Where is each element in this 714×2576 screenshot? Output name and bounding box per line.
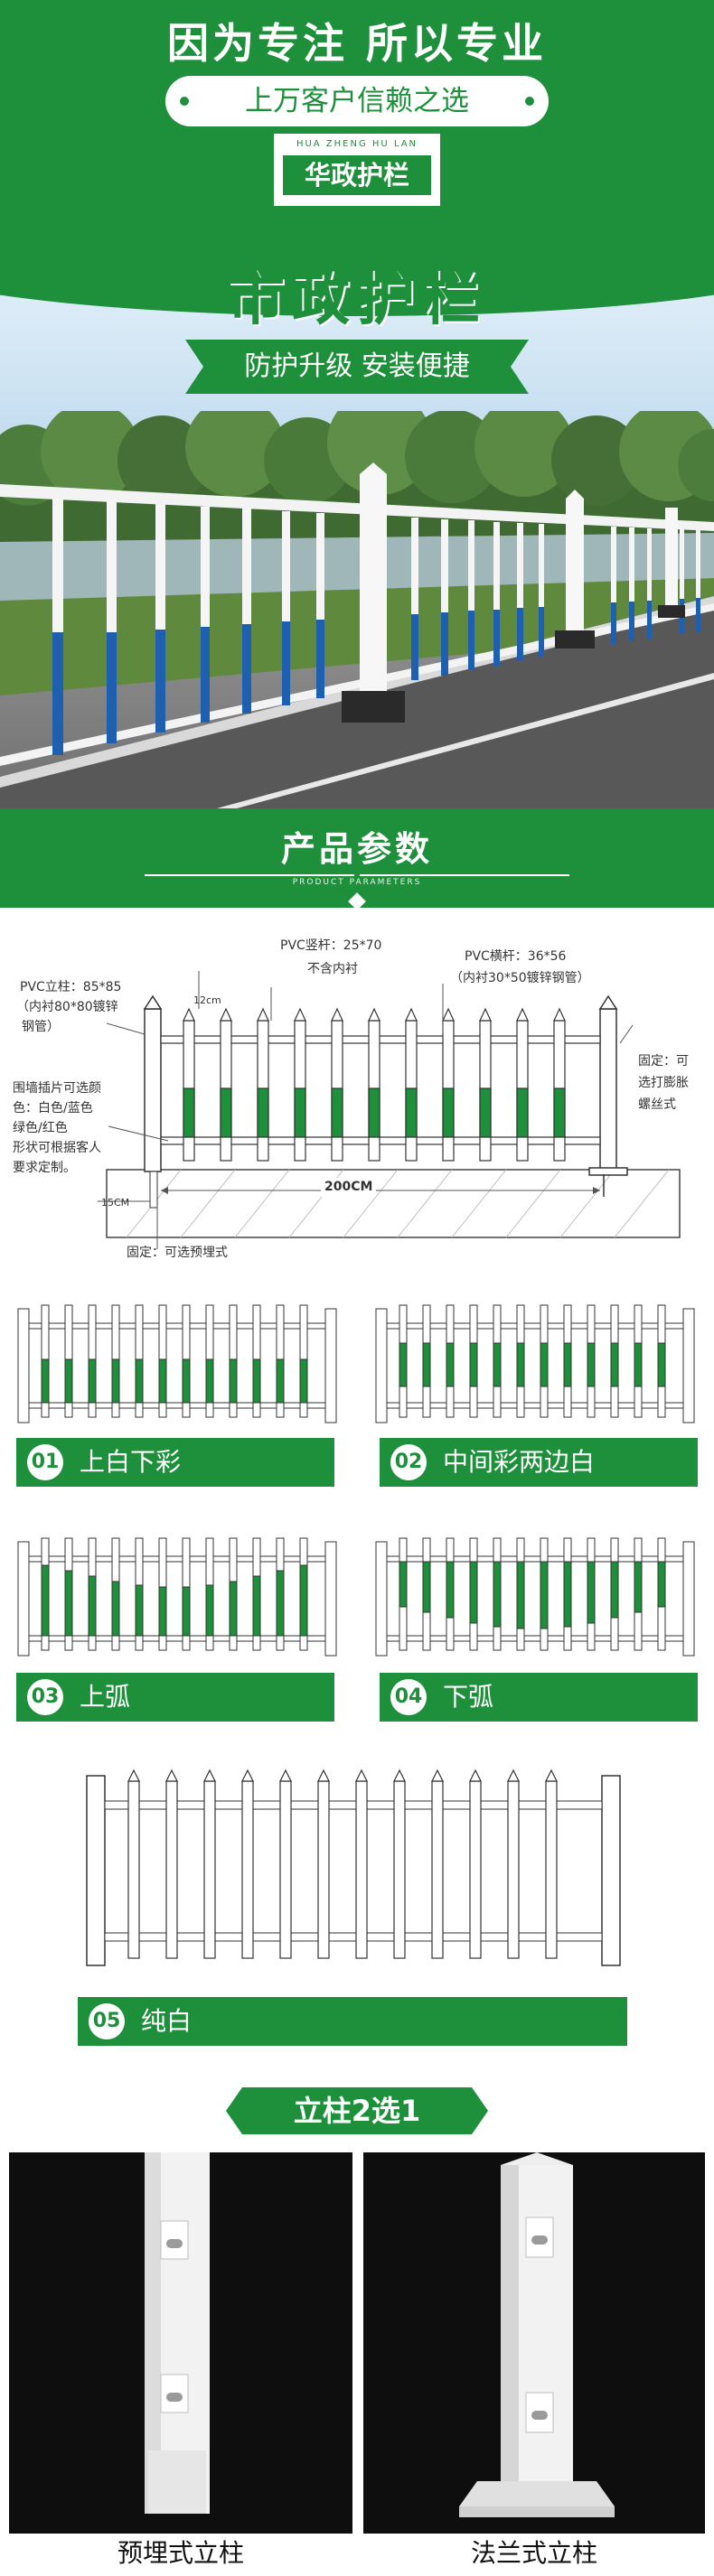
variant-02-number: 02 bbox=[390, 1444, 427, 1480]
embedded-post-illustration bbox=[145, 2152, 210, 2514]
flange-post-illustration bbox=[459, 2152, 615, 2517]
flange-post-photo bbox=[363, 2152, 705, 2534]
color-options-line-5: 要求定制。 bbox=[13, 1161, 76, 1175]
height-mark-label: 12cm bbox=[193, 994, 221, 1006]
params-line-left bbox=[145, 874, 354, 876]
subtitle-ribbon: 防护升级 安装便捷 bbox=[185, 340, 529, 394]
variant-05-text: 纯白 bbox=[141, 2006, 193, 2036]
post-spec-label: PVC立柱：85*85 bbox=[20, 980, 122, 994]
params-title: 产品参数 bbox=[280, 829, 433, 869]
params-line-right bbox=[360, 874, 569, 876]
posts-title: 立柱2选1 bbox=[293, 2094, 421, 2128]
variant-05-number: 05 bbox=[89, 2003, 125, 2039]
posts-banner: 立柱2选1 bbox=[226, 2087, 488, 2134]
embedded-post-photo bbox=[9, 2152, 352, 2534]
tagline-pill: 上万客户信赖之选 bbox=[165, 76, 549, 126]
depth-dimension: 15CM bbox=[101, 1197, 130, 1209]
right-fix-line-3: 螺丝式 bbox=[638, 1097, 676, 1112]
color-options-line-3: 绿色/红色 bbox=[13, 1121, 68, 1135]
tagline-text: 上万客户信赖之选 bbox=[245, 85, 469, 117]
variant-01-label: 01 上白下彩 bbox=[16, 1438, 334, 1487]
color-options-line-2: 色：白色/蓝色 bbox=[13, 1101, 93, 1115]
hero-section: 因为专注 所以专业 上万客户信赖之选 HUA ZHENG HU LAN 华政护栏… bbox=[0, 0, 714, 808]
variant-03-label: 03 上弧 bbox=[16, 1673, 334, 1722]
variant-02-image bbox=[375, 1304, 695, 1423]
embedded-post-caption: 预埋式立柱 bbox=[117, 2538, 244, 2568]
variant-03-image bbox=[17, 1537, 337, 1657]
flange-post-caption: 法兰式立柱 bbox=[470, 2538, 597, 2568]
horizontal-spec-label: PVC横杆：36*56 bbox=[465, 949, 567, 964]
hero-headline: 因为专注 所以专业 bbox=[166, 19, 547, 68]
logo-name: 华政护栏 bbox=[283, 155, 431, 195]
variant-04-label: 04 下弧 bbox=[380, 1673, 698, 1722]
variant-04-image bbox=[375, 1537, 695, 1657]
variant-01-image bbox=[17, 1304, 337, 1423]
variant-01-number: 01 bbox=[27, 1444, 63, 1480]
width-dimension: 200CM bbox=[321, 1178, 377, 1197]
pill-dot-right bbox=[525, 97, 534, 106]
tree-line bbox=[0, 411, 714, 555]
right-fix-line-2: 选打膨胀 bbox=[638, 1076, 689, 1090]
logo-pinyin: HUA ZHENG HU LAN bbox=[296, 139, 418, 149]
posts-banner-shape bbox=[226, 2087, 488, 2134]
variant-04-number: 04 bbox=[390, 1679, 427, 1715]
variant-02-text: 中间彩两边白 bbox=[443, 1447, 596, 1477]
right-fix-line-1: 固定：可 bbox=[638, 1054, 689, 1069]
brand-logo: HUA ZHENG HU LAN 华政护栏 bbox=[274, 134, 440, 206]
post-lining-label: （内衬80*80镀锌 bbox=[16, 1000, 118, 1014]
bottom-fix-label: 固定：可选预埋式 bbox=[127, 1246, 228, 1260]
vertical-spec-label: PVC竖杆：25*70 bbox=[280, 938, 382, 953]
hero-title: 市政护栏 bbox=[227, 266, 487, 333]
variant-05-image bbox=[86, 1769, 621, 1966]
variant-04-text: 下弧 bbox=[443, 1682, 494, 1712]
variant-02-label: 02 中间彩两边白 bbox=[380, 1438, 698, 1487]
color-options-line-4: 形状可根据客人 bbox=[13, 1141, 101, 1155]
railing-road-scene bbox=[0, 462, 714, 808]
params-header: 产品参数 PRODUCT PARAMETERS bbox=[0, 808, 714, 910]
params-subtitle: PRODUCT PARAMETERS bbox=[292, 878, 422, 887]
hero-subtitle: 防护升级 安装便捷 bbox=[244, 350, 470, 382]
spec-diagram: PVC立柱：85*85 （内衬80*80镀锌 钢管） PVC竖杆：25*70 不… bbox=[0, 908, 714, 1278]
horizontal-lining-label: （内衬30*50镀锌钢管） bbox=[450, 971, 590, 985]
post-lining-label-2: 钢管） bbox=[22, 1020, 60, 1034]
variant-05-label: 05 纯白 bbox=[78, 1997, 627, 2046]
vertical-note-label: 不含内衬 bbox=[307, 962, 358, 976]
color-options-line-1: 围墙插片可选颜 bbox=[13, 1081, 101, 1096]
pill-dot-left bbox=[180, 97, 189, 106]
fence-drawing bbox=[98, 971, 681, 1249]
variant-01-text: 上白下彩 bbox=[80, 1447, 182, 1477]
variant-03-number: 03 bbox=[27, 1679, 63, 1715]
variant-03-text: 上弧 bbox=[80, 1682, 131, 1712]
ribbon-shape bbox=[185, 340, 529, 394]
